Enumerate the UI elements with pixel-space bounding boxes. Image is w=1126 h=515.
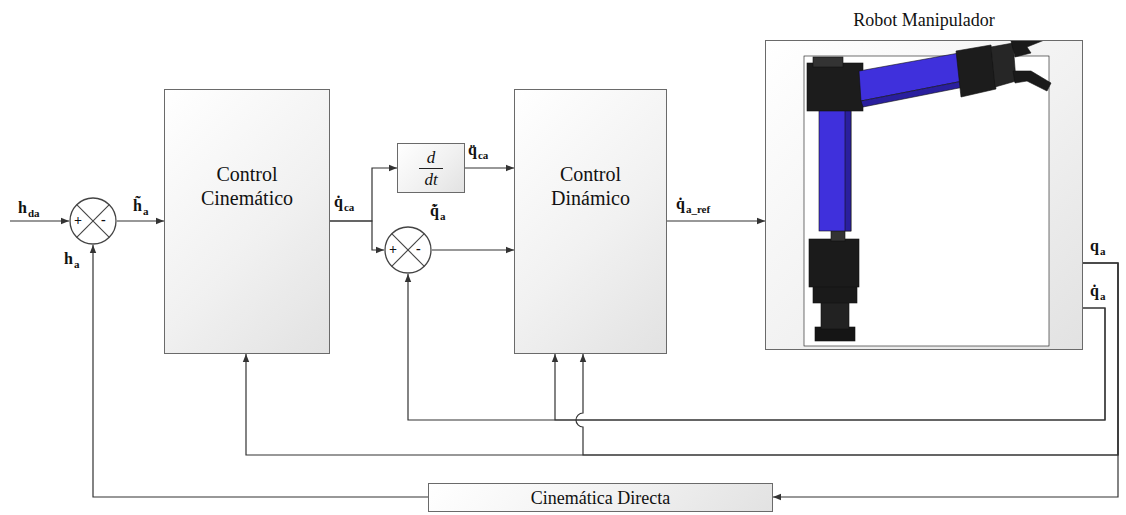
signal-name: h: [64, 250, 73, 268]
signal-subscript: ca: [344, 201, 354, 214]
robot-shoulder: [809, 239, 859, 287]
robot-drawing: [804, 41, 1051, 346]
robot-upper-link: [819, 109, 851, 231]
signal-subscript: a: [440, 210, 446, 223]
junction-circle: [70, 198, 116, 244]
fraction-bar: [419, 168, 443, 169]
signal-subscript: a: [143, 205, 149, 218]
signal-connector: [432, 249, 514, 250]
signal-name: q̇̃: [430, 202, 439, 220]
signal-name: q̇: [334, 193, 343, 211]
summing-junction: +-: [384, 226, 432, 274]
signal-subscript: a_ref: [686, 203, 710, 216]
dynamic-controller: Control Dinámico: [514, 89, 667, 354]
robot-forearm-side: [861, 81, 964, 107]
sign-label: -: [416, 242, 421, 256]
robot-manipulator: Robot Manipulador: [765, 40, 1083, 350]
signal-name: q̈: [468, 141, 477, 159]
signal-name: q̇: [1090, 282, 1099, 300]
signal-subscript: a: [74, 258, 80, 271]
fraction-text: d: [427, 148, 436, 167]
signal-connector: [330, 168, 397, 221]
junction-circle: [385, 227, 431, 273]
signal-connector: [667, 220, 765, 221]
signal-name: q̇: [676, 195, 685, 213]
signal-name: h̃: [133, 197, 142, 215]
picture-ground: [804, 56, 1049, 346]
box-title: Control Dinámico: [523, 162, 658, 210]
signal-subscript: ca: [478, 149, 488, 162]
robot-base-servo: [813, 285, 857, 303]
kinematic-controller: Control Cinemático: [164, 89, 330, 354]
box-title: Control Cinemático: [173, 162, 321, 210]
signal-name: h: [18, 199, 27, 217]
signal-name: q: [1090, 237, 1099, 255]
robot-wrist: [956, 45, 996, 97]
robot-upper-link-side: [845, 109, 851, 231]
sign-label: -: [101, 213, 106, 227]
robot-illustration: [766, 41, 1084, 351]
signal-connector: [465, 167, 514, 168]
robot-gripper-upper: [1011, 41, 1047, 57]
derivative-block: d dt: [397, 143, 465, 193]
signal-subscript: a: [1100, 245, 1106, 258]
signal-subscript: a: [1100, 290, 1106, 303]
robot-base: [821, 301, 849, 329]
signal-connector: [117, 220, 164, 221]
signal-connector: [330, 221, 384, 250]
signal-subscript: da: [28, 207, 40, 220]
summing-junction: +-: [69, 197, 117, 245]
robot-heading: Robot Manipulador: [766, 9, 1082, 31]
robot-wrist-servo: [991, 43, 1016, 87]
robot-gripper-lower: [1013, 71, 1051, 91]
box-title: Cinemática Directa: [437, 486, 764, 510]
sign-label: +: [74, 214, 82, 228]
robot-elbow: [807, 63, 863, 111]
forward-kinematics: Cinemática Directa: [428, 483, 773, 512]
fraction-text: dt: [424, 170, 437, 189]
robot-elbow-hub: [813, 57, 843, 67]
input-arrow: [10, 220, 69, 221]
sign-label: +: [389, 243, 397, 257]
